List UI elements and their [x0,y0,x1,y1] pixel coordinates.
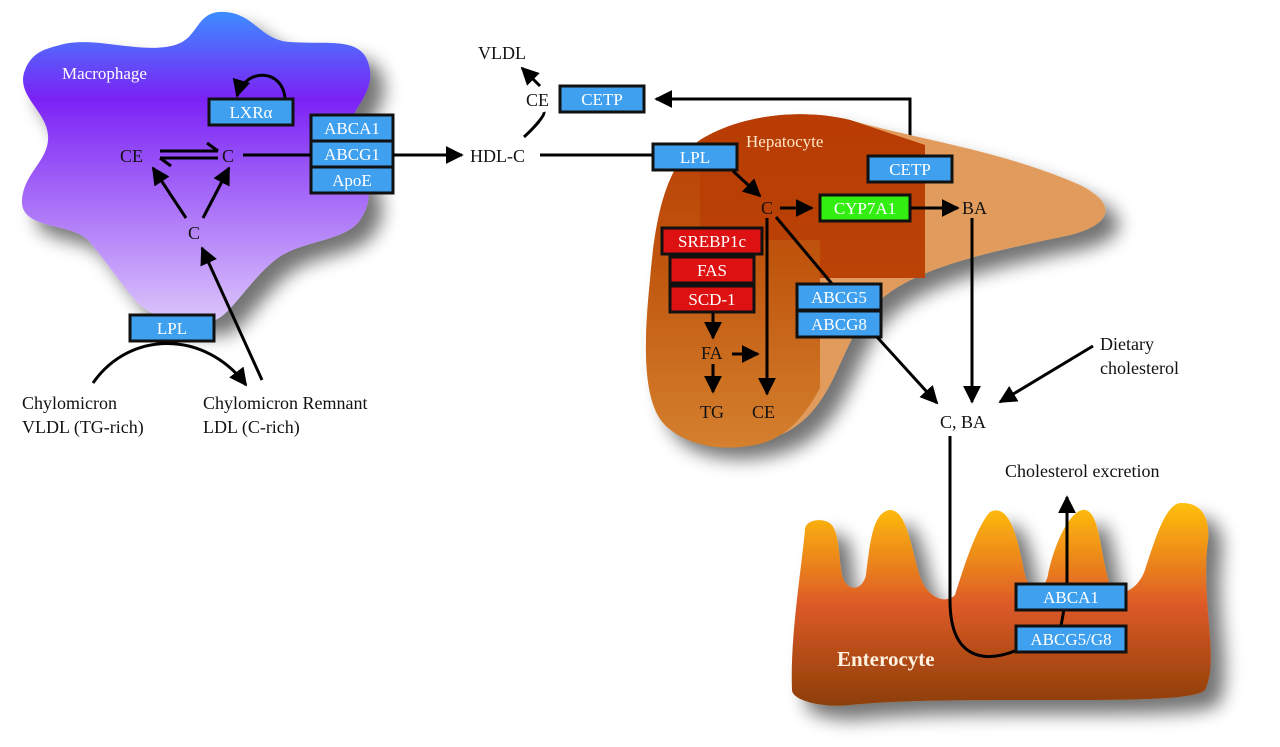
vldl-tg-rich-label: VLDL (TG-rich) [22,417,144,438]
hepatocyte-ce-label: CE [752,402,775,422]
cyp7a1-label: CYP7A1 [834,199,896,218]
abcg8-label: ABCG8 [811,315,867,334]
fas-label: FAS [697,261,727,280]
macrophage-c-bottom-label: C [188,223,200,243]
lpl-to-c-arrow [731,169,762,198]
srebp1c-label: SREBP1c [678,232,746,251]
hepatocyte-ba-label: BA [962,198,987,218]
ce-to-c-arrow [160,141,219,153]
remnant-to-c-arrow [200,246,264,381]
ce-to-vldl-arrow [520,66,542,88]
abca1-abcg-connector [1059,608,1066,627]
lpl-hepatocyte-box: LPL [651,142,739,172]
ce-plasma-label: CE [526,90,549,110]
enterocyte-cell [791,502,1211,706]
abcg5-label: ABCG5 [811,288,867,307]
abcg1-macrophage-label: ABCG1 [324,145,380,164]
c-to-c-diagonal-arrow [201,166,231,219]
hepatocyte-label: Hepatocyte [746,132,823,151]
macrophage-label: Macrophage [62,64,147,83]
lipolysis-arrow [91,342,248,387]
abcg5g8-enterocyte-box: ABCG5/G8 [1014,624,1128,654]
cetp-hepatocyte-box: CETP [866,154,954,184]
abca1-enterocyte-label: ABCA1 [1043,588,1099,607]
c-to-ce-diagonal-arrow [151,166,188,219]
lpl-hepatocyte-label: LPL [680,148,710,167]
lxr-label: LXRα [230,103,273,122]
hepatocyte-c-label: C [761,198,773,218]
macrophage-c-top-label: C [222,146,234,166]
tg-label: TG [700,402,724,422]
vldl-plasma-label: VLDL [478,43,526,63]
lpl-macrophage-label: LPL [157,319,187,338]
scd1-label: SCD-1 [688,290,735,309]
enterocyte-label: Enterocyte [837,647,935,671]
cetp-plasma-label: CETP [581,90,623,109]
cyp7a1-box: CYP7A1 [818,193,912,223]
macrophage-ce-label: CE [120,146,143,166]
abcg5-abcg8-stack: ABCG5 ABCG8 [795,282,883,339]
lpl-macrophage-box: LPL [128,313,216,343]
ldl-c-rich-label: LDL (C-rich) [203,417,300,438]
chylomicron-label: Chylomicron [22,393,117,413]
cholesterol-label: cholesterol [1100,358,1179,378]
c-to-ce-arrow [159,156,218,168]
hdl-to-ce-curve [522,111,546,139]
abca1-macrophage-label: ABCA1 [324,119,380,138]
abca1-enterocyte-box: ABCA1 [1014,582,1128,612]
abcg5g8-enterocyte-label: ABCG5/G8 [1030,630,1111,649]
hdl-c-label: HDL-C [470,146,525,166]
abcg-to-lumen-arrow [875,335,939,405]
lipogenic-stack: SREBP1c FAS SCD-1 [660,226,764,314]
apoe-macrophage-label: ApoE [332,171,372,190]
dietary-label: Dietary [1100,334,1154,354]
fa-label: FA [701,343,723,363]
cholesterol-excretion-label: Cholesterol excretion [1005,461,1159,481]
macrophage-efflux-stack: ABCA1 ABCG1 ApoE [309,113,395,195]
cetp-plasma-box: CETP [558,84,646,114]
dietary-to-lumen-arrow [998,344,1094,404]
lxr-box: LXRα [207,97,295,127]
chylomicron-remnant-label: Chylomicron Remnant [203,393,367,413]
lumen-to-enterocyte-curve [948,436,1023,658]
cetp-hepatocyte-label: CETP [889,160,931,179]
c-to-abcg-line [774,216,835,286]
c-ba-label: C, BA [940,412,986,432]
lxr-feedback-arrow [232,73,287,99]
